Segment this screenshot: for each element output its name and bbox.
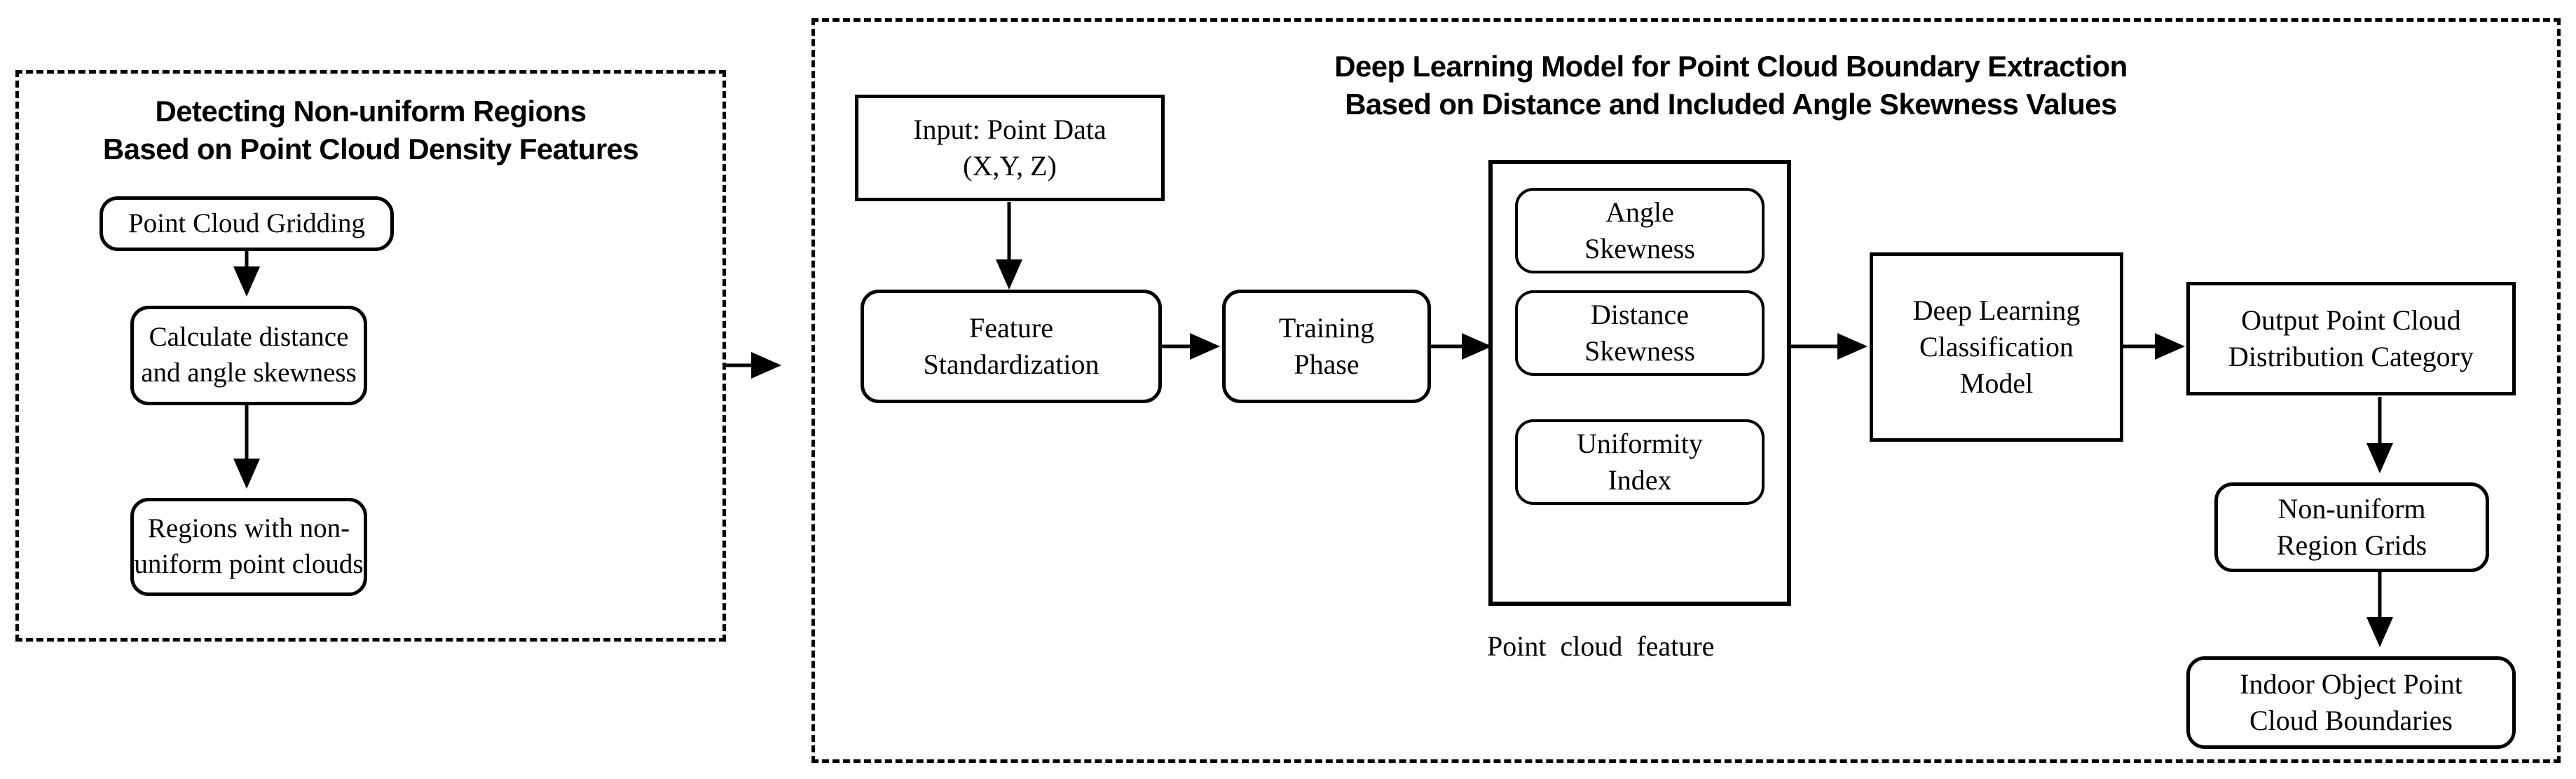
node-input-point-data[interactable]: Input: Point Data (X,Y, Z) [855,95,1165,201]
node-calculate-distance-angle-skewness[interactable]: Calculate distance and angle skewness [130,306,367,405]
node-indoor-object-point-cloud-boundaries[interactable]: Indoor Object Point Cloud Boundaries [2186,656,2516,749]
node-deep-learning-classification-model[interactable]: Deep Learning Classification Model [1870,252,2123,442]
node-uniformity-index[interactable]: Uniformity Index [1515,419,1765,505]
node-training-phase[interactable]: Training Phase [1222,290,1431,403]
node-point-cloud-gridding[interactable]: Point Cloud Gridding [100,196,394,251]
node-angle-skewness[interactable]: Angle Skewness [1515,188,1765,273]
left-panel-boundary [15,70,726,642]
node-feature-standardization[interactable]: Feature Standardization [861,290,1162,403]
left-panel-title: Detecting Non-uniform Regions Based on P… [102,95,639,165]
right-panel-boundary [811,18,2561,763]
node-regions-non-uniform-point-clouds[interactable]: Regions with non- uniform point clouds [130,498,367,596]
point-cloud-feature-caption: Point cloud feature [1487,630,1715,662]
node-distance-skewness[interactable]: Distance Skewness [1515,290,1765,376]
right-panel-title: Deep Learning Model for Point Cloud Boun… [1334,50,2128,121]
node-non-uniform-region-grids[interactable]: Non-uniform Region Grids [2214,482,2489,572]
node-output-point-cloud-distribution-category[interactable]: Output Point Cloud Distribution Category [2186,282,2516,395]
